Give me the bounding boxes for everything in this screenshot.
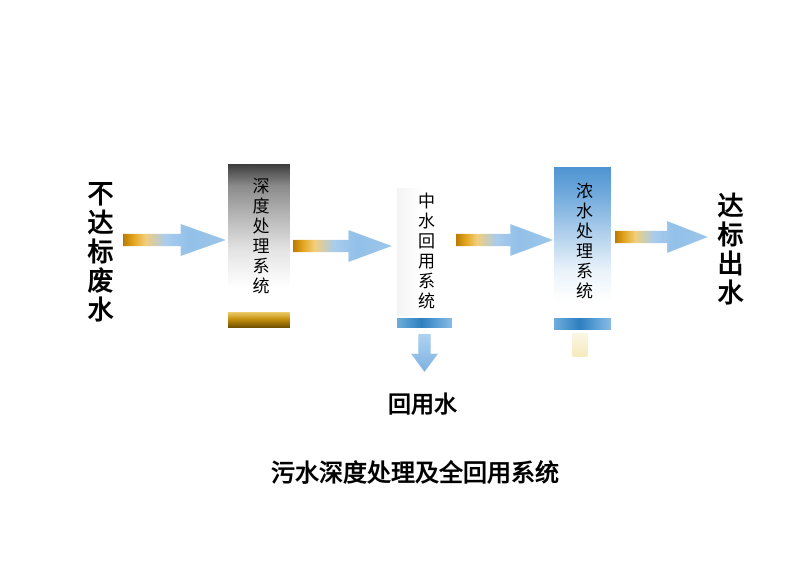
- concentrate-treatment-bottom-bar: [554, 318, 611, 330]
- output-label: 达标出水: [714, 192, 744, 308]
- deep-treatment-bottom-bar: [228, 312, 290, 328]
- process-box-water-reuse: 中水回用系统: [397, 188, 452, 316]
- water-reuse-bottom-bar: [397, 318, 452, 328]
- diagram-caption: 污水深度处理及全回用系统: [271, 460, 559, 487]
- reuse-water-label: 回用水: [388, 391, 457, 417]
- reuse-down-arrow: [411, 334, 438, 372]
- faint-watermark: [572, 333, 588, 357]
- flow-arrow-4: [615, 221, 708, 253]
- process-box-label: 浓水处理系统: [573, 181, 592, 302]
- flow-arrow-1: [123, 224, 226, 256]
- flow-arrow-3: [456, 224, 553, 256]
- flow-arrow-2: [293, 230, 392, 262]
- process-box-label: 中水回用系统: [415, 192, 434, 312]
- process-box-deep-treatment: 深度处理系统: [228, 164, 290, 310]
- process-box-label: 深度处理系统: [249, 177, 269, 297]
- input-label: 不达标废水: [84, 180, 114, 325]
- process-box-concentrate-treatment: 浓水处理系统: [554, 167, 611, 316]
